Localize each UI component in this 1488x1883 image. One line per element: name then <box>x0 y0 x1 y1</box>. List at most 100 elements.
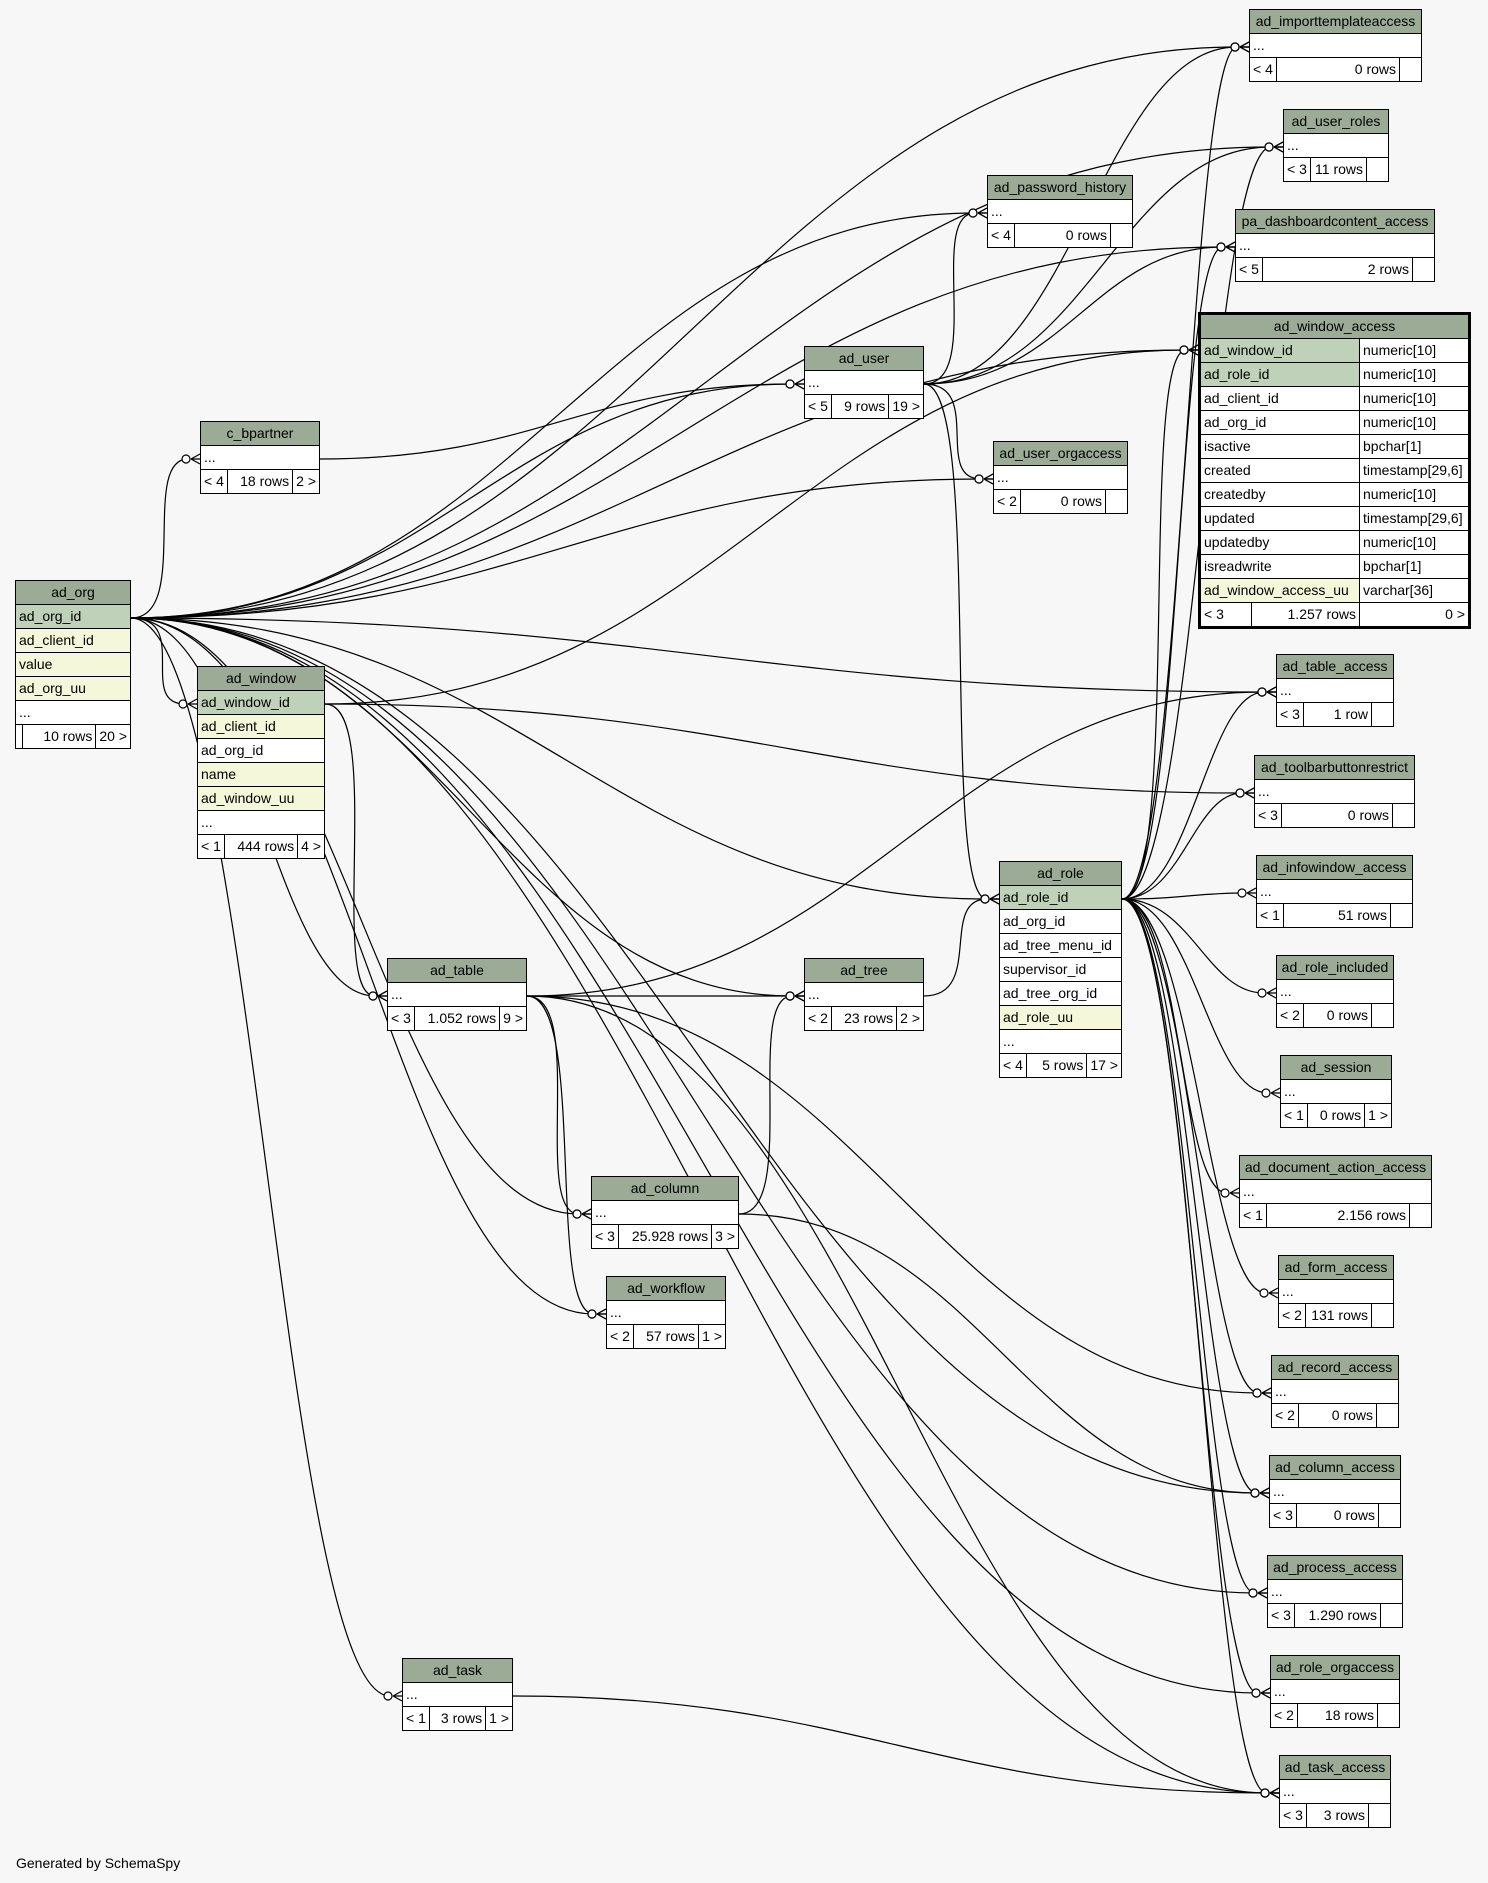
children-count[interactable] <box>1366 158 1388 181</box>
table-header[interactable]: ad_column_access <box>1270 1456 1400 1480</box>
children-count[interactable]: 1 > <box>1364 1104 1391 1127</box>
table-header[interactable]: ad_role_included <box>1277 956 1393 980</box>
parents-count[interactable]: < 2 <box>997 493 1017 509</box>
children-count[interactable] <box>1399 58 1421 81</box>
children-count[interactable] <box>1368 1804 1390 1827</box>
children-count[interactable]: 1 > <box>698 1325 725 1348</box>
table-header[interactable]: ad_session <box>1281 1056 1391 1080</box>
parents-count[interactable]: < 3 <box>1271 1607 1291 1623</box>
children-count[interactable]: 19 > <box>888 395 923 418</box>
parents-count[interactable]: < 4 <box>991 227 1011 243</box>
table-header[interactable]: ad_task <box>403 1659 512 1683</box>
table-header[interactable]: ad_record_access <box>1272 1356 1398 1380</box>
parents-count[interactable]: < 4 <box>1003 1057 1023 1073</box>
parents-count[interactable]: < 1 <box>201 838 221 854</box>
children-count[interactable] <box>1371 1304 1393 1327</box>
parents-count[interactable]: < 3 <box>1283 1807 1303 1823</box>
children-count[interactable]: 17 > <box>1086 1054 1121 1077</box>
children-count[interactable] <box>1371 1004 1393 1027</box>
parents-count[interactable]: < 3 <box>1273 1507 1293 1523</box>
table-header[interactable]: ad_org <box>16 581 130 605</box>
children-count[interactable] <box>1110 224 1132 247</box>
table-header[interactable]: ad_importtemplateaccess <box>1250 10 1421 34</box>
table-header[interactable]: ad_infowindow_access <box>1257 856 1412 880</box>
children-count[interactable] <box>1380 1604 1402 1627</box>
table-header[interactable]: ad_password_history <box>988 176 1132 200</box>
table-header[interactable]: ad_role <box>1000 862 1121 886</box>
parents-count[interactable]: < 3 <box>1287 161 1307 177</box>
parents-count[interactable]: < 4 <box>204 473 224 489</box>
children-count[interactable] <box>1371 703 1393 726</box>
children-count[interactable]: 2 > <box>292 470 319 493</box>
parents-count[interactable]: < 5 <box>808 398 828 414</box>
children-count[interactable] <box>1409 1204 1431 1227</box>
table-header[interactable]: ad_window <box>198 667 324 691</box>
table-header[interactable]: ad_document_action_access <box>1240 1156 1431 1180</box>
parents-count[interactable]: < 3 <box>1258 807 1278 823</box>
parents-count[interactable]: < 2 <box>1274 1707 1294 1723</box>
table-header[interactable]: ad_window_access <box>1201 315 1468 339</box>
children-count[interactable] <box>1412 258 1434 281</box>
table-header[interactable]: ad_user_roles <box>1284 110 1388 134</box>
parents-count[interactable]: < 1 <box>1284 1107 1304 1123</box>
children-count[interactable]: 4 > <box>297 835 324 858</box>
parents-count[interactable]: < 3 <box>391 1010 411 1026</box>
parents-count[interactable]: < 2 <box>1280 1007 1300 1023</box>
table-header[interactable]: c_bpartner <box>201 422 319 446</box>
parents-count[interactable]: < 3 <box>1204 606 1224 622</box>
children-count[interactable]: 2 > <box>896 1007 923 1030</box>
table-header[interactable]: ad_table <box>388 959 526 983</box>
table-header[interactable]: ad_table_access <box>1277 655 1393 679</box>
parents-count[interactable]: < 3 <box>595 1228 615 1244</box>
table-header[interactable]: ad_form_access <box>1279 1256 1393 1280</box>
parents-count[interactable]: < 1 <box>406 1710 426 1726</box>
parents-count[interactable]: < 1 <box>1260 907 1280 923</box>
children-count[interactable]: 20 > <box>95 725 130 748</box>
children-count[interactable] <box>1390 904 1412 927</box>
table-header[interactable]: ad_role_orgaccess <box>1271 1656 1399 1680</box>
children-count[interactable] <box>1377 1704 1399 1727</box>
children-count[interactable] <box>1376 1404 1398 1427</box>
children-count[interactable] <box>1378 1504 1400 1527</box>
parents-count[interactable]: < 1 <box>1243 1207 1263 1223</box>
parents-count[interactable]: < 5 <box>1239 261 1259 277</box>
table-header[interactable]: ad_task_access <box>1280 1756 1390 1780</box>
children-count[interactable]: 1 > <box>485 1707 512 1730</box>
table-header[interactable]: ad_user_orgaccess <box>994 442 1127 466</box>
parents-count[interactable]: < 2 <box>610 1328 630 1344</box>
parents-count[interactable]: < 2 <box>1282 1307 1302 1323</box>
table-header[interactable]: ad_workflow <box>607 1277 725 1301</box>
table-header[interactable]: ad_toolbarbuttonrestrict <box>1255 756 1414 780</box>
parents-count[interactable]: < 2 <box>1275 1407 1295 1423</box>
children-count[interactable]: 3 > <box>711 1225 738 1248</box>
parents-count[interactable]: < 4 <box>1253 61 1273 77</box>
table-header[interactable]: ad_user <box>805 347 923 371</box>
